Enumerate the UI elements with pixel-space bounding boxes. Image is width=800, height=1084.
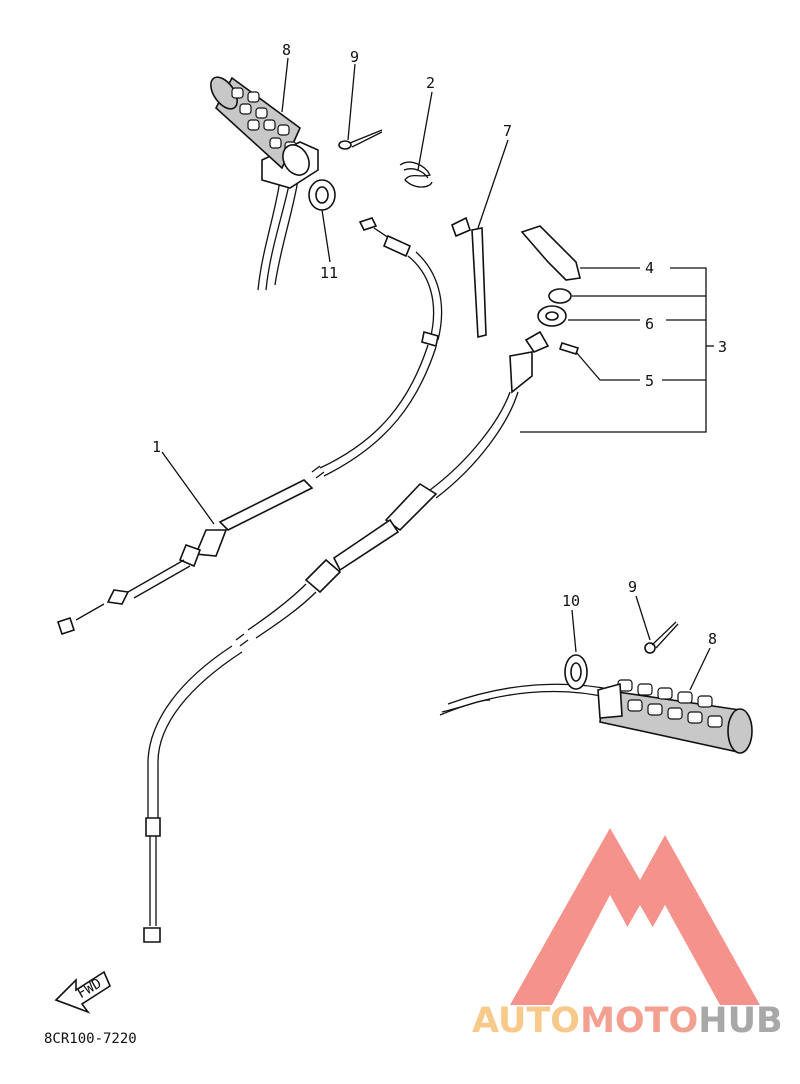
callout-10: 10 [562, 592, 580, 610]
watermark-text: AUTOMOTOHUB [472, 1001, 783, 1041]
callout-8-bottom: 8 [708, 630, 717, 648]
callout-6: 6 [645, 315, 654, 333]
callout-9-bottom: 9 [628, 578, 637, 596]
callout-8-top: 8 [282, 41, 291, 59]
watermark-logo [510, 828, 760, 1005]
throttle-cable-3 [143, 330, 550, 943]
watermark-hub: HUB [698, 1001, 782, 1041]
callout-2: 2 [426, 74, 435, 92]
grip-left-top [210, 76, 319, 291]
callout-7: 7 [503, 122, 512, 140]
watermark-moto: MOTO [580, 1001, 698, 1041]
callout-4: 4 [645, 259, 654, 277]
hose-7 [451, 216, 487, 339]
clip-2 [399, 161, 433, 188]
callout-1: 1 [152, 438, 161, 456]
diagram-code: 8CR100-7220 [44, 1031, 137, 1047]
callout-9-top: 9 [350, 48, 359, 66]
callout-3-bracket [520, 267, 714, 433]
watermark-auto: AUTO [472, 1001, 580, 1041]
cable-1 [56, 217, 443, 636]
callout-11: 11 [320, 264, 338, 282]
leader-lines [161, 57, 711, 691]
grip-right-bottom [439, 679, 753, 754]
collar-11 [308, 179, 336, 211]
callout-3: 3 [718, 338, 727, 356]
callout-5: 5 [645, 372, 654, 390]
screw-top [338, 129, 383, 150]
screw-bottom [644, 621, 679, 654]
throttle-parts [520, 225, 581, 355]
fwd-arrow-icon: FWD [54, 970, 112, 1014]
collar-10 [564, 654, 588, 690]
